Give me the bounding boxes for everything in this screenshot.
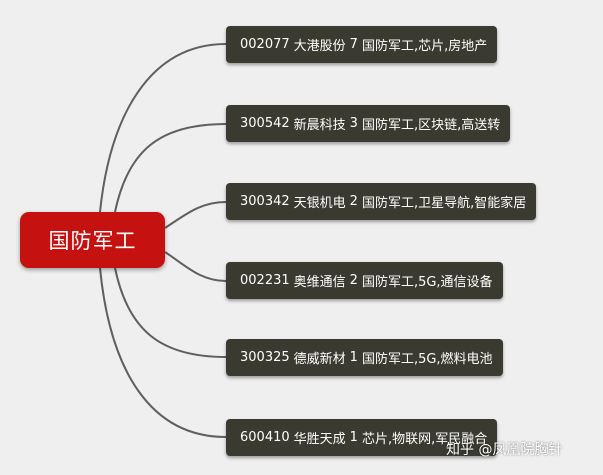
concept-count: 7	[349, 37, 358, 52]
stock-name: 德威新材	[293, 352, 346, 367]
stock-node[interactable]: 002231 奥维通信 2 国防军工,5G,通信设备	[226, 262, 503, 299]
watermark: 知乎 @凤凰院胸针	[446, 437, 562, 461]
concept-count: 2	[349, 273, 358, 288]
connector-line	[164, 201, 227, 229]
connector-line	[114, 123, 227, 213]
stock-node[interactable]: 300325 德威新材 1 国防军工,5G,燃料电池	[226, 339, 503, 376]
stock-code: 002077	[240, 37, 290, 52]
concept-tags: 国防军工,芯片,房地产	[361, 39, 488, 54]
concept-tags: 国防军工,区块链,高送转	[361, 118, 501, 133]
concept-count: 1	[349, 350, 358, 365]
concept-tags: 国防军工,卫星导航,智能家居	[361, 196, 527, 211]
stock-name: 新晨科技	[293, 118, 346, 133]
stock-code: 300325	[240, 350, 290, 365]
stock-node[interactable]: 002077 大港股份 7 国防军工,芯片,房地产	[226, 26, 498, 63]
root-topic[interactable]: 国防军工	[20, 212, 165, 268]
connector-line	[99, 43, 227, 213]
watermark-text: 知乎 @凤凰院胸针	[446, 442, 563, 458]
stock-code: 600410	[240, 430, 290, 445]
connector-line	[164, 251, 227, 282]
stock-node[interactable]: 600410 华胜天成 1 芯片,物联网,军民融合	[226, 419, 498, 456]
connector-line	[114, 267, 227, 358]
stock-code: 002231	[240, 273, 290, 288]
stock-code: 300542	[240, 116, 290, 131]
root-topic-label: 国防军工	[48, 229, 137, 253]
concept-tags: 国防军工,5G,通信设备	[361, 275, 493, 290]
stock-code: 300342	[240, 194, 290, 209]
concept-count: 3	[349, 116, 358, 131]
stock-name: 大港股份	[293, 39, 346, 54]
stock-node[interactable]: 300342 天银机电 2 国防军工,卫星导航,智能家居	[226, 183, 537, 220]
stock-name: 华胜天成	[293, 432, 346, 447]
concept-tags: 芯片,物联网,军民融合	[361, 432, 488, 447]
concept-count: 2	[349, 194, 358, 209]
connector-line	[99, 267, 227, 438]
stock-node[interactable]: 300542 新晨科技 3 国防军工,区块链,高送转	[226, 105, 511, 142]
concept-count: 1	[349, 430, 358, 445]
concept-tags: 国防军工,5G,燃料电池	[361, 352, 493, 367]
stock-name: 天银机电	[293, 196, 346, 211]
stock-name: 奥维通信	[293, 275, 346, 290]
